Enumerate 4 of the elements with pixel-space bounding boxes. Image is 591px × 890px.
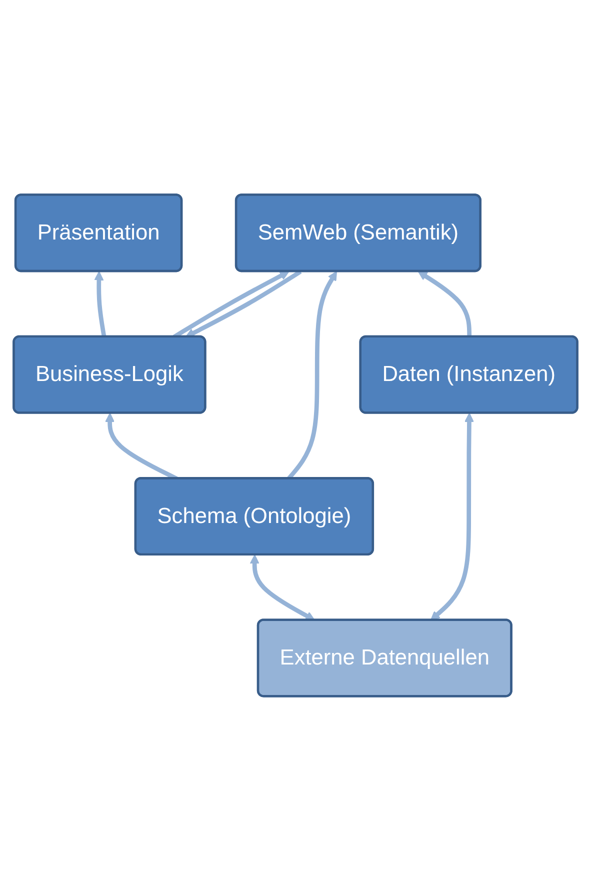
arrow: [250, 554, 315, 620]
arrow: [430, 412, 474, 620]
arrow: [418, 270, 472, 337]
arrow: [94, 270, 106, 337]
